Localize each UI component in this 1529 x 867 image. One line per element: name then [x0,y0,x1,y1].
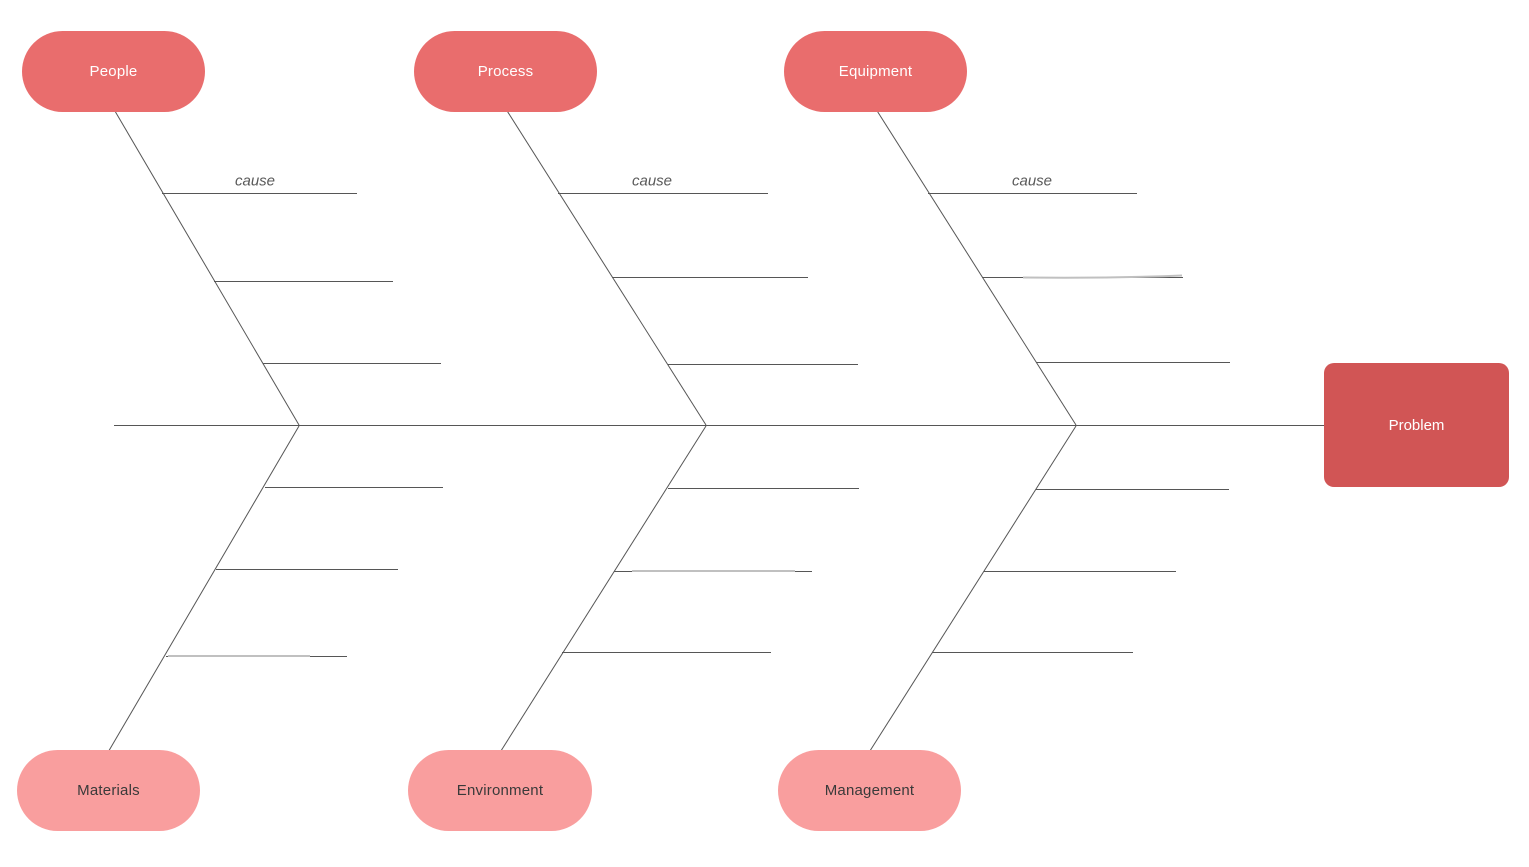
equipment-cause-line-2-overlay[interactable] [1022,274,1183,279]
environment-bone-line[interactable] [498,425,707,755]
category-label-people: People [89,63,138,80]
problem-label: Problem [1388,416,1445,434]
category-node-process[interactable]: Process [414,31,597,112]
category-node-materials[interactable]: Materials [17,750,200,831]
problem-node[interactable]: Problem [1324,363,1509,487]
category-node-environment[interactable]: Environment [408,750,592,831]
equipment-bone-line[interactable] [873,105,1077,426]
category-label-process: Process [477,63,534,80]
process-bone-line[interactable] [503,105,707,426]
category-node-people[interactable]: People [22,31,205,112]
cause-text-people[interactable]: cause [234,172,276,190]
materials-bone-line[interactable] [106,425,300,755]
people-bone-line[interactable] [111,105,300,426]
category-label-materials: Materials [77,782,140,799]
category-node-management[interactable]: Management [778,750,961,831]
category-label-management: Management [824,782,915,799]
category-node-equipment[interactable]: Equipment [784,31,967,112]
category-label-environment: Environment [456,782,544,799]
cause-text-equipment[interactable]: cause [1011,172,1053,190]
cause-text-process[interactable]: cause [631,172,673,190]
category-label-equipment: Equipment [838,63,913,80]
management-bone-line[interactable] [867,425,1077,755]
